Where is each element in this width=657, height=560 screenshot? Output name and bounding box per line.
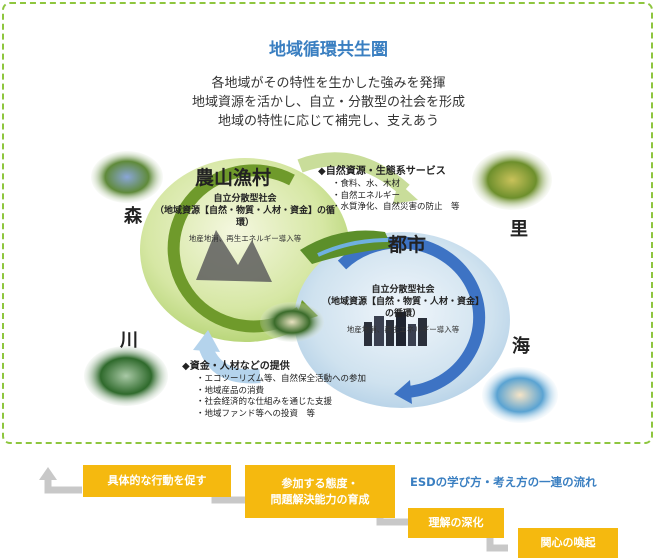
rural-description: 自立分散型社会 （地域資源【自然・物質・人材・資金】の循環） 地産地消、再生エネ… (150, 193, 340, 245)
support-item: ・地域産品の消費 (196, 385, 265, 396)
nature-services-item: ・水質浄化、自然災害の防止 等 (332, 202, 460, 212)
rural-label: 農山漁村 (195, 167, 272, 189)
urban-society: 自立分散型社会 (371, 285, 435, 295)
nature-services-head: ◆自然資源・生態系サービス (318, 166, 446, 177)
forest-label: 森 (124, 206, 142, 227)
services-arrow-head (393, 182, 418, 204)
lead-text: 各地域がその特性を生かした強みを発揮 地域資源を活かし、自立・分散型の社会を形成… (0, 74, 657, 131)
village-label: 里 (510, 219, 528, 240)
sea-label: 海 (512, 336, 530, 357)
lead-line: 各地域がその特性を生かした強みを発揮 (211, 76, 446, 91)
rural-note: 地産地消、再生エネルギー導入等 (188, 234, 302, 243)
urban-label: 都市 (388, 234, 427, 256)
support-arrow-head (193, 330, 220, 352)
urban-note: 地産地消、再生エネルギー導入等 (346, 325, 460, 334)
support-item: ・地域ファンド等への投資 等 (196, 408, 316, 419)
lead-line: 地域資源を活かし、自立・分散型の社会を形成 (191, 95, 465, 110)
rural-cycle-arrow (167, 164, 304, 333)
river-label: 川 (120, 330, 138, 351)
urban-resources: （地域資源【自然・物質・人材・資金】の循環） (321, 297, 484, 319)
sea-image (482, 367, 558, 423)
step-skills-line: 問題解決能力の育成 (270, 492, 370, 506)
step-promote-action: 具体的な行動を促す (83, 465, 231, 497)
river-stream (317, 238, 389, 257)
step-arouse-interest: 関心の喚起 (518, 528, 618, 558)
road-image (260, 302, 324, 342)
rural-resources: （地域資源【自然・物質・人材・資金】の循環） (154, 206, 335, 228)
page-title: 地域循環共生圏 (269, 40, 388, 60)
river-image (84, 346, 168, 406)
services-arrow (297, 152, 410, 196)
step-deepen-understanding: 理解の深化 (408, 508, 504, 538)
diagram-frame (2, 2, 653, 444)
city-skyline-image (364, 312, 427, 346)
nature-services-list: ◆自然資源・生態系サービス ・食料、水、木材 ・自然エネルギー ・水質浄化、自然… (318, 165, 460, 214)
support-head: ◆資金・人材などの提供 (182, 361, 290, 372)
step-attitude-skills: 参加する態度・ 問題解決能力の育成 (245, 465, 395, 518)
support-item: ・エコツーリズム等、自然保全活動への参加 (196, 374, 367, 384)
forest-image (91, 151, 163, 203)
lead-line: 地域の特性に応じて補完し、支えあう (217, 114, 439, 129)
nature-services-item: ・自然エネルギー (332, 190, 401, 201)
esd-flow-title: ESDの学び方・考え方の一連の流れ (410, 475, 597, 489)
urban-description: 自立分散型社会 （地域資源【自然・物質・人材・資金】の循環） 地産地消、再生エネ… (318, 284, 488, 336)
landscape-image (300, 230, 392, 264)
rural-society: 自立分散型社会 (213, 194, 277, 204)
step-attitude-line: 参加する態度・ (281, 476, 359, 490)
nature-services-item: ・食料、水、木材 (332, 179, 401, 189)
support-list: ◆資金・人材などの提供 ・エコツーリズム等、自然保全活動への参加 ・地域産品の消… (182, 360, 366, 420)
support-arrow (198, 342, 261, 384)
village-image (472, 150, 552, 210)
support-item: ・社会経済的な仕組みを通じた支援 (196, 397, 333, 407)
mountain-building-image (196, 230, 272, 282)
urban-cycle-arrow-head (394, 380, 412, 404)
